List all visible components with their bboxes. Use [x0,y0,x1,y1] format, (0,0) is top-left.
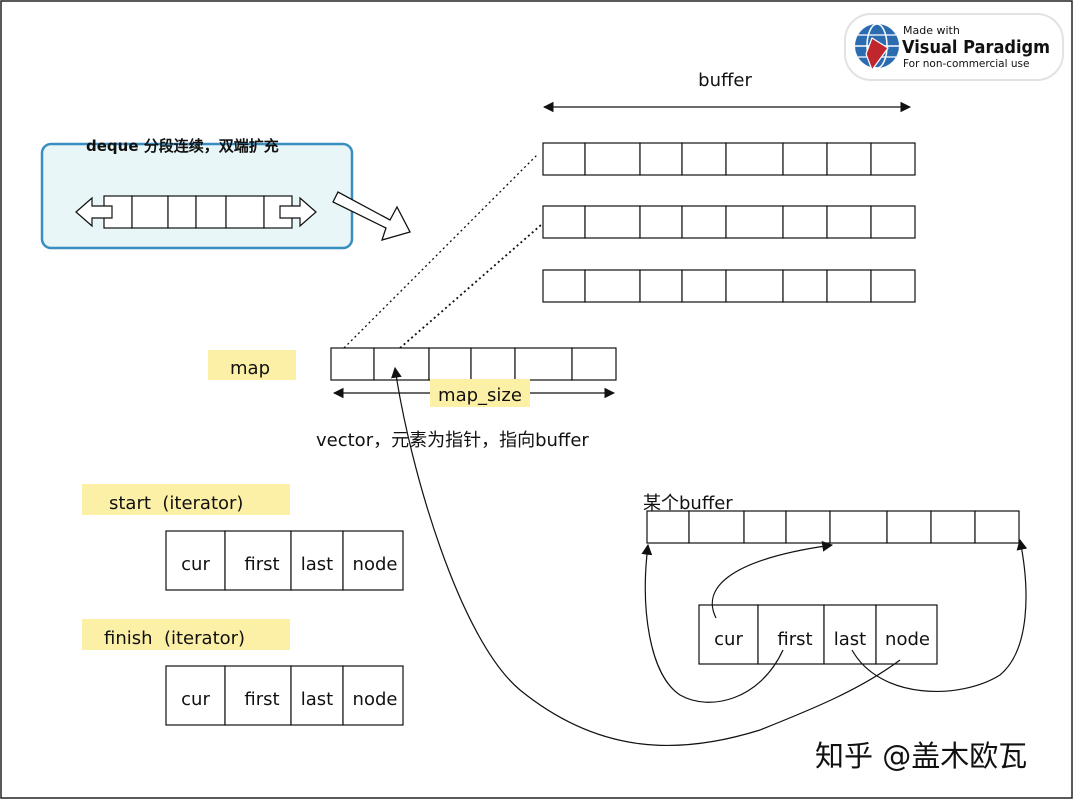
buffer-label: buffer [698,70,752,91]
deque-box-title: deque 分段连续，双端扩充 [86,137,279,155]
buffer-row-3 [542,269,916,303]
vector-caption: vector，元素为指针，指向buffer [316,430,589,451]
start-field-node: node [353,554,398,575]
finish-field-first: first [244,689,279,710]
big-hollow-arrow-icon [332,191,411,241]
detail-iterator-fields: cur first last node [698,604,938,665]
map-label: map [230,358,270,379]
footer-watermark: 知乎 @盖木欧瓦 [815,739,1027,773]
deque-mini-array [103,195,293,229]
map-label-bg [208,350,296,380]
left-hollow-arrow-icon [75,196,113,228]
detail-field-last: last [834,629,866,650]
map-pointer-dotted-1 [343,154,538,349]
deque-box: deque 分段连续，双端扩充 [40,137,354,250]
first-pointer-curve [641,543,784,703]
start-iterator-fields: cur first last node [165,530,404,591]
vp-note: For non-commercial use [903,58,1029,70]
vp-brand: Visual Paradigm [902,37,1050,58]
buffer-row-1 [542,142,916,176]
visual-paradigm-badge: Made with Visual Paradigm For non-commer… [844,13,1064,81]
finish-field-node: node [353,689,398,710]
finish-field-last: last [301,689,333,710]
globe-icon [855,23,899,72]
map-pointer-dotted-2 [399,224,542,349]
detail-field-node: node [885,629,930,650]
detail-field-cur: cur [714,629,743,650]
start-iterator-label-bg [82,484,290,515]
some-buffer-array [646,510,1020,544]
start-field-first: first [244,554,279,575]
finish-iterator-fields: cur first last node [165,665,404,726]
finish-iterator-label: finish (iterator) [104,628,245,649]
node-pointer-curve [391,366,901,746]
finish-iterator-label-bg [82,619,290,650]
start-iterator-label: start (iterator) [109,493,243,514]
map-array [330,347,617,381]
detail-field-first: first [777,629,812,650]
cur-pointer-curve [711,541,834,619]
vp-made-with: Made with [903,24,960,37]
last-pointer-curve [851,538,1028,692]
map-size-label-bg [430,379,530,407]
finish-field-cur: cur [181,689,210,710]
map-size-label: map_size [438,385,522,406]
start-field-cur: cur [181,554,210,575]
buffer-row-2 [542,205,916,239]
right-hollow-arrow-icon [279,196,317,228]
some-buffer-label: 某个buffer [643,493,733,514]
start-field-last: last [301,554,333,575]
